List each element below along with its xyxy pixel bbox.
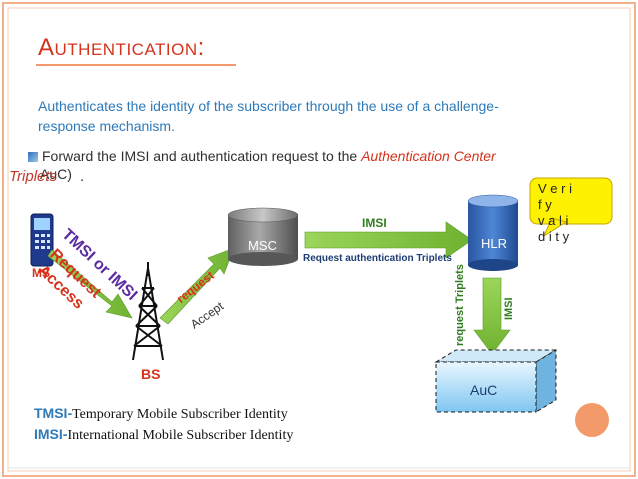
intro-text: Authenticates the identity of the subscr…: [38, 98, 499, 134]
triplets-word: Triplets: [9, 168, 58, 185]
ms-label: MS: [32, 266, 50, 280]
legend-imsi-abbr: IMSI-: [34, 426, 68, 442]
arrow-bs-to-msc: [159, 247, 235, 325]
slide-title: Authentication:: [38, 34, 205, 61]
title-underline: [36, 64, 236, 66]
legend-imsi: IMSI-International Mobile Subscriber Ide…: [34, 426, 293, 444]
msc-database-icon: [227, 207, 299, 266]
legend-tmsi: TMSI-Temporary Mobile Subscriber Identit…: [34, 405, 288, 423]
bullet-overlap-text: AuC): [40, 166, 72, 182]
request-triplets-vertical-label: request Triplets: [454, 264, 466, 346]
bullet-emphasis: Authentication Center: [361, 148, 496, 164]
callout-line-1: V e r i: [538, 181, 572, 196]
legend-tmsi-full: Temporary Mobile Subscriber Identity: [72, 407, 288, 422]
imsi-vertical-label: IMSI: [503, 297, 515, 320]
mobile-phone-icon: [30, 213, 54, 267]
decorative-orange-circle: [575, 403, 609, 437]
base-station-tower-icon: [132, 262, 164, 361]
arrow-hlr-to-auc: [473, 277, 511, 355]
hlr-database-icon: [467, 194, 519, 271]
bullet-prefix: Forward the IMSI and authentication requ…: [42, 148, 362, 164]
legend-imsi-full: International Mobile Subscriber Identity: [67, 428, 294, 443]
callout-line-3: v a l i: [538, 213, 569, 228]
auc-box-icon: [434, 349, 558, 413]
bs-label: BS: [141, 366, 161, 382]
msc-label: MSC: [248, 238, 277, 253]
arrow-ms-to-bs: [47, 249, 133, 319]
triplets-period: .: [80, 168, 85, 185]
arrow-msc-to-hlr: [304, 221, 473, 259]
auc-label: AuC: [470, 382, 498, 398]
imsi-top-label: IMSI: [362, 216, 387, 230]
callout-line-4: d i t y: [538, 229, 570, 244]
hlr-label: HLR: [481, 236, 508, 251]
callout-line-2: f y: [538, 197, 552, 212]
bullet-square-icon: [28, 152, 38, 162]
legend-tmsi-abbr: TMSI-: [34, 405, 73, 421]
request-auth-triplets-label: Request authentication Triplets: [303, 253, 452, 264]
bullet-forward-imsi: Forward the IMSI and authentication requ…: [28, 148, 496, 164]
verify-validity-callout: [529, 177, 613, 238]
